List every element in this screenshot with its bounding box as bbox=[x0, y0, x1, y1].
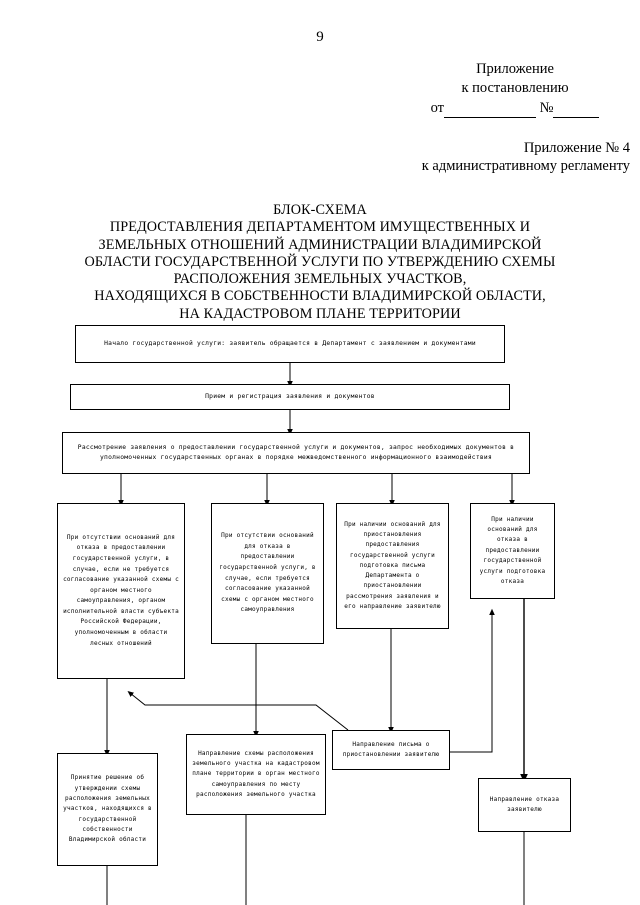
approval-number-blank bbox=[553, 104, 600, 118]
node-start[interactable]: Начало государственной услуги: заявитель… bbox=[75, 325, 505, 363]
node-sendplan-label: Направление схемы расположения земельног… bbox=[192, 749, 320, 798]
approval-date-blank bbox=[443, 104, 536, 118]
node-branch-refusal[interactable]: При наличии оснований для отказа в предо… bbox=[470, 503, 555, 599]
approval-line-2: к постановлению bbox=[461, 80, 569, 96]
node-send-suspension-letter[interactable]: Направление письма о приостановлении зая… bbox=[332, 730, 450, 770]
node-branch1-label: При отсутствии оснований для отказа в пр… bbox=[63, 533, 179, 647]
title-line-7: НА КАДАСТРОВОМ ПЛАНЕ ТЕРРИТОРИИ bbox=[179, 305, 461, 322]
title-line-3: ЗЕМЕЛЬНЫХ ОТНОШЕНИЙ АДМИНИСТРАЦИИ ВЛАДИМ… bbox=[98, 236, 542, 253]
node-branch-no-grounds-needs-approval[interactable]: При отсутствии оснований для отказа в пр… bbox=[211, 503, 324, 644]
reglament-block: Приложение № 4 к административному регла… bbox=[330, 139, 630, 175]
node-decide-label: Принятие решение об утверждении схемы ра… bbox=[63, 774, 152, 844]
approval-date-number-line: от № bbox=[400, 99, 630, 118]
approval-number-sign: № bbox=[539, 100, 554, 116]
node-receive-and-register[interactable]: Прием и регистрация заявления и документ… bbox=[70, 384, 510, 410]
page-number: 9 bbox=[316, 29, 324, 45]
node-review-label: Рассмотрение заявления о предоставлении … bbox=[77, 444, 515, 461]
node-review-application[interactable]: Рассмотрение заявления о предоставлении … bbox=[62, 432, 530, 474]
connector-sendletter-to-branch4 bbox=[450, 608, 495, 753]
node-sendletter-label: Направление письма о приостановлении зая… bbox=[342, 741, 440, 758]
node-branch4-label: При наличии оснований для отказа в предо… bbox=[479, 515, 546, 586]
title-line-6: НАХОДЯЩИХСЯ В СОБСТВЕННОСТИ ВЛАДИМИРСКОЙ… bbox=[94, 288, 546, 305]
approval-block: Приложение к постановлению от № bbox=[400, 60, 630, 118]
node-refusal-label: Направление отказа заявителю bbox=[489, 795, 560, 813]
approval-from-label: от bbox=[430, 100, 444, 116]
approval-line-1: Приложение bbox=[476, 61, 554, 77]
title-line-1: БЛОК-СХЕМА bbox=[273, 202, 367, 218]
node-branch-suspension[interactable]: При наличии оснований для приостановлени… bbox=[336, 503, 449, 629]
node-approve-scheme-decision[interactable]: Принятие решение об утверждении схемы ра… bbox=[57, 753, 158, 866]
reglament-subtitle: к административному регламенту bbox=[421, 158, 630, 174]
node-branch-no-grounds-no-approval[interactable]: При отсутствии оснований для отказа в пр… bbox=[57, 503, 185, 679]
node-start-label: Начало государственной услуги: заявитель… bbox=[104, 340, 476, 347]
node-send-scheme-to-local-government[interactable]: Направление схемы расположения земельног… bbox=[186, 734, 326, 815]
title-line-2: ПРЕДОСТАВЛЕНИЯ ДЕПАРТАМЕНТОМ ИМУЩЕСТВЕНН… bbox=[109, 219, 531, 236]
reglament-appendix-number: Приложение № 4 bbox=[523, 140, 630, 156]
page-title: БЛОК-СХЕМА ПРЕДОСТАВЛЕНИЯ ДЕПАРТАМЕНТОМ … bbox=[50, 202, 590, 323]
node-branch3-label: При наличии оснований для приостановлени… bbox=[344, 521, 441, 610]
title-line-5: РАСПОЛОЖЕНИЯ ЗЕМЕЛЬНЫХ УЧАСТКОВ, bbox=[173, 271, 467, 288]
node-send-refusal[interactable]: Направление отказа заявителю bbox=[478, 778, 571, 832]
node-receive-label: Прием и регистрация заявления и документ… bbox=[205, 393, 375, 400]
node-branch2-label: При отсутствии оснований для отказа в пр… bbox=[219, 532, 316, 614]
connector-sendletter-to-branch1 bbox=[127, 691, 349, 731]
title-line-4: ОБЛАСТИ ГОСУДАРСТВЕННОЙ УСЛУГИ ПО УТВЕРЖ… bbox=[84, 253, 556, 270]
